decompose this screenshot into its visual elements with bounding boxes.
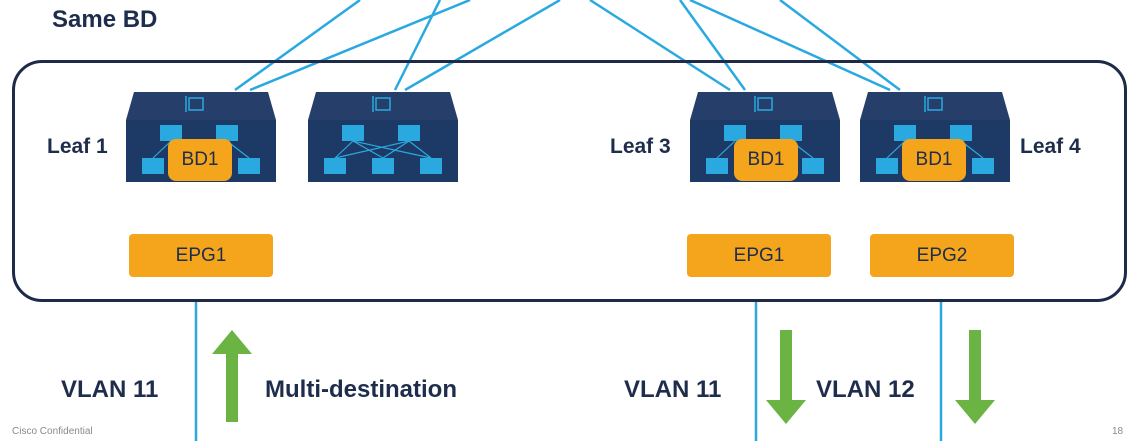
uplink-line — [234, 0, 361, 92]
leaf-switch-2 — [308, 92, 458, 182]
traffic-label: Multi-destination — [265, 376, 457, 403]
arrow-up-icon — [212, 330, 252, 422]
uplink-line — [589, 0, 731, 92]
vlan-label: VLAN 11 — [61, 376, 159, 403]
bd-badge: BD1 — [734, 139, 798, 181]
switch-glyph-icon — [372, 96, 391, 112]
page-number: 18 — [1112, 426, 1124, 437]
uplink-line — [404, 0, 561, 92]
vlan-label: VLAN 11 — [624, 376, 722, 403]
leaf-label: Leaf 1 — [47, 135, 108, 158]
uplink-line — [393, 0, 442, 91]
spine-uplinks — [234, 0, 901, 92]
bridge-domain-frame — [12, 60, 1127, 302]
bd-badge: BD1 — [902, 139, 966, 181]
epg-box: EPG2 — [870, 234, 1014, 277]
leaf-switch-1 — [126, 92, 276, 182]
vlan-label: VLAN 12 — [816, 376, 915, 403]
uplink-line — [689, 0, 891, 92]
epg-box: EPG1 — [129, 234, 273, 277]
arrow-down-icon — [766, 330, 806, 424]
switch-glyph-icon — [754, 96, 773, 112]
footer-confidential: Cisco Confidential — [12, 426, 93, 437]
page-title: Same BD — [52, 6, 158, 33]
traffic-arrows — [212, 330, 995, 424]
switch-glyph-icon — [185, 96, 204, 112]
access-links — [194, 302, 943, 441]
arrow-down-icon — [955, 330, 995, 424]
switch-glyph-icon — [924, 96, 943, 112]
uplink-line — [678, 0, 747, 91]
uplink-line — [779, 0, 901, 91]
leaf-label: Leaf 3 — [610, 135, 671, 158]
leaf-label: Leaf 4 — [1020, 135, 1081, 158]
bd-badge: BD1 — [168, 139, 232, 181]
epg-box: EPG1 — [687, 234, 831, 277]
